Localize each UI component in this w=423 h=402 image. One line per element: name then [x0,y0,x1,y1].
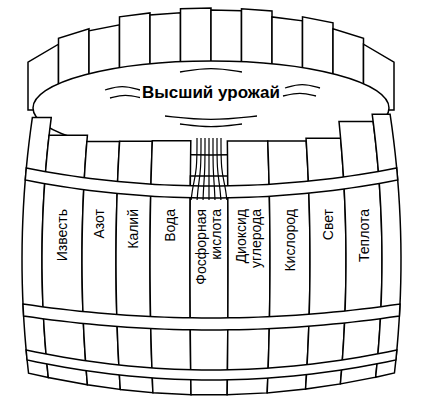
front-stave [116,141,153,393]
stave-label: Калий [126,206,141,300]
stave-label: Диоксид углерода [234,206,263,300]
water-ripple [180,69,242,72]
water-ripple [283,93,316,96]
barrel-stave: Калий [118,206,148,300]
stave-label: Свет [321,206,336,300]
water-ripple [180,124,242,127]
overflow-stream [221,138,227,200]
water-ripple [110,95,142,98]
water-ripple [165,116,257,119]
front-stave [339,122,382,384]
overflow-stream [213,138,215,200]
water-label: Высший урожай [140,83,282,103]
front-stave [372,114,401,377]
front-stave [190,176,228,395]
barrel-stave: Кислород [272,206,308,300]
stave-label: Теплота [357,206,372,300]
overflow-stream [197,138,201,200]
overflow-stream [203,138,205,200]
stave-label: Вода [163,206,178,300]
barrel-stave: Диоксид углерода [230,206,268,300]
water-ripple [105,87,140,90]
barrel-stave: Азот [84,206,114,300]
stave-label: Азот [92,206,107,300]
barrel-stave: Фосфорная кислота [192,206,226,300]
overflow-stream [217,138,221,200]
overflow-stream [191,138,197,200]
front-stave [150,141,191,395]
stave-label: Известь [55,206,70,300]
overflow-stream [208,138,209,200]
front-stave [267,141,310,393]
front-stave [306,138,346,389]
barrel-stave: Вода [152,206,188,300]
barrel-stave: Теплота [348,206,380,300]
front-stave [227,141,270,395]
barrel-stave: Известь [44,206,80,300]
stave-label: Фосфорная кислота [194,206,223,300]
barrel-hoop [23,304,400,330]
barrel-stave: Свет [312,206,344,300]
stave-label: Кислород [283,206,298,300]
water-ripple [285,85,320,88]
barrel-hoop [25,168,397,198]
barrel-hoop [26,350,397,380]
